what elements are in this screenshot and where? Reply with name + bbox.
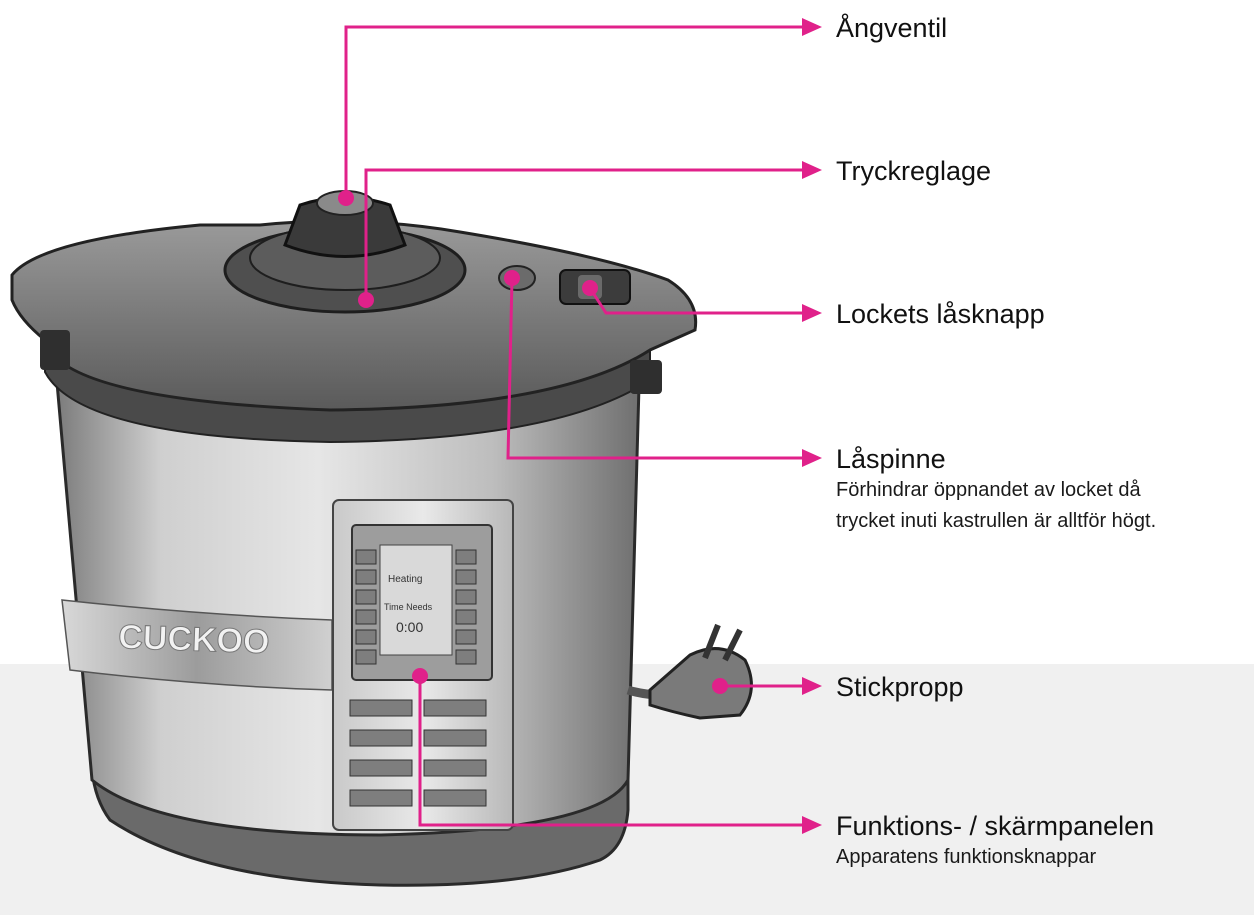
dot-lid-lock — [582, 280, 598, 296]
plug-pin-1 — [702, 623, 721, 660]
panel-buttons — [349, 549, 487, 807]
lcd-line-3: 0:00 — [396, 619, 423, 635]
callout-panel: Funktions- / skärmpanelen Apparatens fun… — [836, 810, 1154, 873]
arrow-pressure-regulator — [802, 161, 822, 179]
callout-title: Låspinne — [836, 444, 946, 474]
callout-subtitle: Förhindrar öppnandet av locket då — [836, 479, 1141, 501]
plug-pin-2 — [722, 628, 743, 662]
callout-lid-lock-button: Lockets låsknapp — [836, 298, 1045, 330]
leader-panel — [418, 676, 806, 827]
arrow-lock-pin — [802, 449, 822, 467]
callout-subtitle-2: trycket inuti kastrullen är alltför högt… — [836, 510, 1157, 532]
arrow-panel — [802, 816, 822, 834]
dot-plug — [712, 678, 728, 694]
leader-dots — [338, 190, 728, 694]
dot-pressure-regulator — [358, 292, 374, 308]
brand-logo: CUCKOO — [118, 618, 270, 661]
arrow-lid-lock — [802, 304, 822, 322]
callout-title: Funktions- / skärmpanelen — [836, 811, 1155, 841]
leader-steam-valve — [344, 25, 806, 198]
leader-lines — [344, 25, 806, 827]
callout-steam-valve: Ångventil — [836, 12, 947, 44]
dot-panel — [412, 668, 428, 684]
callout-title: Lockets låsknapp — [836, 299, 1045, 329]
dot-steam-valve — [338, 190, 354, 206]
plug-body — [648, 647, 753, 720]
lcd-line-1: Heating — [388, 574, 422, 585]
right-hinge — [630, 360, 662, 394]
callout-title: Tryckreglage — [836, 156, 992, 186]
leader-pressure-regulator — [364, 168, 806, 300]
callout-subtitle: Apparatens funktionsknappar — [836, 846, 1097, 868]
left-hinge — [40, 330, 70, 370]
lcd-line-2: Time Needs — [384, 602, 433, 612]
arrow-steam-valve — [802, 18, 822, 36]
callout-lock-pin: Låspinne Förhindrar öppnandet av locket … — [836, 443, 1156, 537]
callout-title: Ångventil — [836, 13, 948, 43]
lcd-screen — [379, 544, 453, 656]
leader-lid-lock — [588, 287, 806, 315]
leader-lock-pin — [506, 277, 806, 460]
callout-plug: Stickpropp — [836, 671, 964, 703]
dot-lock-pin — [504, 270, 520, 286]
callout-title: Stickpropp — [836, 672, 964, 702]
leader-arrowheads — [802, 18, 822, 834]
arrow-plug — [802, 677, 822, 695]
callout-pressure-regulator: Tryckreglage — [836, 155, 991, 187]
